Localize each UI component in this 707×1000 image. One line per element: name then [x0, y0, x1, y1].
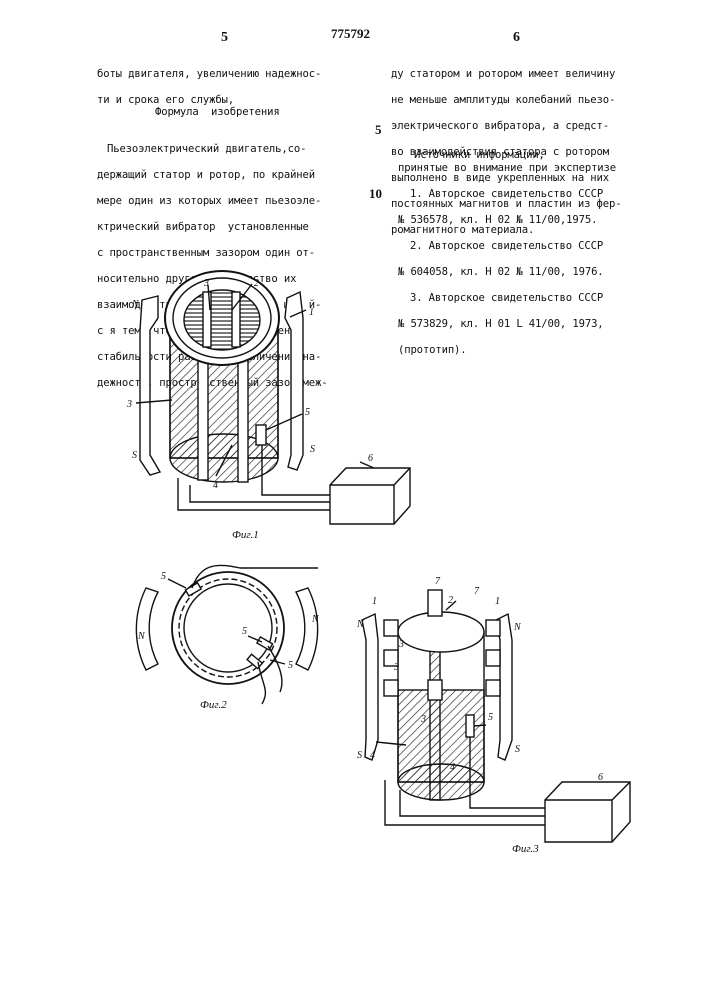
fig1-label-1: 1: [309, 307, 314, 318]
fig1-caption: Фиг.1: [232, 529, 259, 541]
fig3-label-n-left: N: [356, 619, 365, 630]
fig3-label-3-low: 3: [420, 714, 426, 725]
figure-2: [136, 565, 318, 704]
fig3-caption: Фиг.3: [512, 843, 539, 855]
fig1-magnet-right: [285, 292, 303, 470]
fig1-label-3: 3: [203, 278, 209, 289]
fig1-generator: [330, 468, 410, 524]
fig2-caption: Фиг.2: [200, 699, 227, 711]
fig3-label-4-bottom: 4: [450, 762, 455, 773]
fig3-label-s-right: S: [515, 744, 520, 755]
fig1-label-4: 4: [213, 480, 218, 491]
fig2-label-5-bottom: 5: [288, 660, 293, 671]
fig1-magnet-left: [140, 296, 160, 475]
fig3-label-1-right: 1: [495, 596, 500, 607]
fig2-label-5-mid: 5: [242, 626, 247, 637]
fig1-label-6: 6: [368, 453, 373, 464]
fig1-label-2: 2: [254, 278, 259, 289]
fig3-label-2: 2: [448, 595, 453, 606]
fig3-generator: [545, 782, 630, 842]
fig2-labels: N N 5 5 5 Фиг.2: [137, 571, 320, 711]
fig3-label-1-left: 1: [372, 596, 377, 607]
fig3-label-n-right: N: [513, 622, 522, 633]
fig2-magnet-right: [296, 588, 318, 670]
fig1-label-s: S: [132, 450, 137, 461]
fig2-magnet-left: [136, 588, 158, 670]
figure-1: [136, 271, 410, 524]
fig3-magnet-left: [362, 614, 378, 760]
fig1-label-3-side: 3: [126, 399, 132, 410]
fig3-label-4-left: 4: [370, 750, 375, 761]
fig3-label-5: 5: [488, 712, 493, 723]
fig3-label-s-left: S: [357, 750, 362, 761]
fig2-label-5-top: 5: [161, 571, 166, 582]
fig2-label-n-right: N: [311, 614, 320, 625]
fig3-label-7-right: 7: [474, 586, 480, 597]
fig3-label-7-left: 7: [435, 576, 441, 587]
fig1-label-n: N: [131, 299, 140, 310]
fig3-label-3-mid: 3: [393, 662, 399, 673]
fig2-label-n-left: N: [137, 631, 146, 642]
fig1-label-5: 5: [305, 407, 310, 418]
fig3-label-6: 6: [598, 772, 603, 783]
fig3-label-3-top: 3: [398, 639, 404, 650]
figure-3: [362, 590, 630, 842]
fig1-label-s-right: S: [310, 444, 315, 455]
